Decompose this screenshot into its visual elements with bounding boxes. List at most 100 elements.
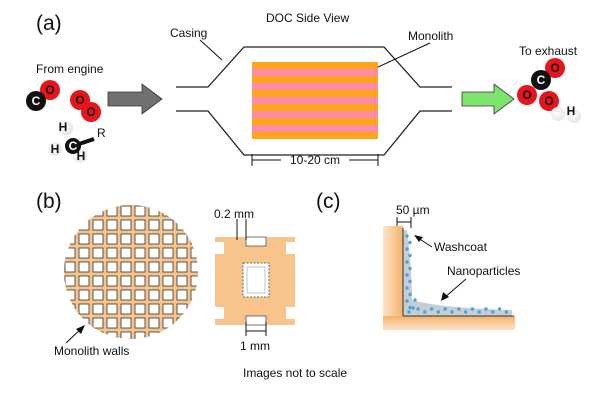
monolith-cell [64,247,76,259]
monolith-cell [92,219,104,231]
monolith-block [252,62,378,139]
nanoparticle [457,307,461,311]
carbon-symbol: C [537,73,546,87]
nanoparticle [411,306,415,310]
monolith-cell [78,261,90,273]
hydrogen-atom [551,107,565,121]
nanoparticle [429,307,434,311]
monolith-cell [162,275,174,287]
monolith-label: Monolith [408,29,453,43]
nanoparticles-leader [443,278,467,299]
monolith-walls-label: Monolith walls [54,344,129,358]
casing-label: Casing [170,26,207,40]
monolith-cell [134,317,146,329]
monolith-cell [148,331,160,339]
monolith-cell [162,261,174,273]
monolith-cell [92,247,104,259]
monolith-cell [120,233,132,245]
nanoparticle [408,240,412,245]
nanoparticle [443,307,447,311]
molecule-co2-outlet: O O C [517,58,565,105]
oxygen-atom [81,102,101,122]
monolith-cell [176,275,188,287]
monolith-cell [148,275,160,287]
monolith-cell [162,205,174,217]
monolith-cell [64,289,76,301]
nanoparticle [405,234,409,238]
monolith-cell [106,275,118,287]
monolith-cell [92,317,104,329]
monolith-cell [148,233,160,245]
monolith-cell [148,205,160,217]
monolith-cell [190,261,198,273]
nanoparticle [470,307,475,311]
monolith-cell [176,219,188,231]
length-dimension [251,154,379,166]
monolith-cell [92,289,104,301]
monolith-cell [106,303,118,315]
monolith-cell [134,219,146,231]
scale-bar-label: 50 µm [396,203,430,217]
monolith-cell [106,233,118,245]
monolith-cell [190,205,198,217]
monolith-cell [190,331,198,339]
nanoparticle [408,266,412,271]
monolith-cell [162,289,174,301]
monolith-cell [162,317,174,329]
washcoat-arrowhead [414,235,423,242]
oxygen-atom [517,85,537,105]
oxygen-symbol: O [45,83,54,97]
nanoparticle [405,260,409,264]
monolith-cell [120,331,132,339]
monolith-cell [92,303,104,315]
monolith-cell [120,303,132,315]
monolith-cell [190,219,198,231]
monolith-cell [78,219,90,231]
monolith-cell [78,233,90,245]
monolith-cell [190,247,198,259]
monolith-cell [78,205,90,217]
monolith-cell [148,289,160,301]
molecule-co-inlet: O C [26,80,60,111]
monolith-cell [106,331,118,339]
nanoparticle [491,310,495,314]
monolith-cell [78,289,90,301]
monolith-cell [148,261,160,273]
cell-pitch-dimension [245,322,267,336]
monolith-cell [148,317,160,329]
monolith-cell [64,261,76,273]
oxygen-symbol: O [86,105,95,119]
oxygen-symbol: O [550,61,559,75]
monolith-cross-section [64,205,198,339]
monolith-cell [190,317,198,329]
oxygen-atom [539,91,559,111]
monolith-cell [106,261,118,273]
nanoparticle [413,298,417,302]
nanoparticle [405,273,409,277]
carbon-atom [26,91,46,111]
nanoparticle [405,247,409,251]
oxygen-atom [545,58,565,78]
hydrogen-atom [48,142,62,156]
monolith-cell [190,233,198,245]
monolith-cell [134,233,146,245]
nanoparticle [463,310,468,314]
oxygen-symbol: O [75,93,84,107]
monolith-cell [176,247,188,259]
monolith-cell [106,219,118,231]
monolith-cell [106,317,118,329]
monolith-cell [64,233,76,245]
monolith-cell [162,219,174,231]
nanoparticle [405,286,409,290]
nanoparticles-label: Nanoparticles [447,264,520,278]
cell-detail [215,236,295,326]
hydrogen-atom [59,121,73,135]
molecule-o2-inlet: O O [70,90,101,122]
monolith-cell [176,261,188,273]
wall-thickness-dimension [236,219,247,240]
oxygen-symbol: O [522,88,531,102]
monolith-cell [106,205,118,217]
casing-leader-line [199,39,223,61]
monolith-cell [134,331,146,339]
